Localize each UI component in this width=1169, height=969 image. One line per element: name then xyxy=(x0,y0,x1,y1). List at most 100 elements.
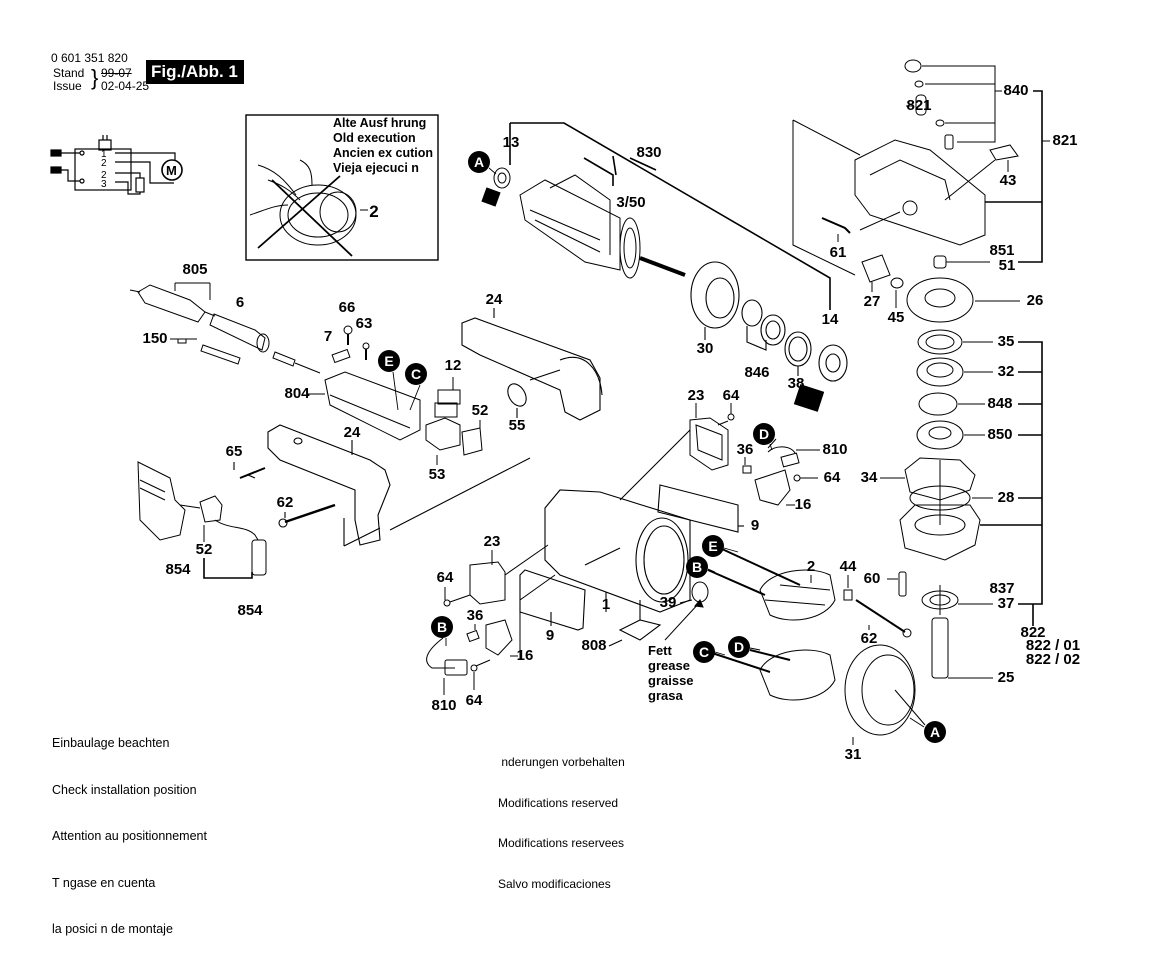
part-label: 45 xyxy=(887,309,905,326)
part-label: 851 xyxy=(989,242,1015,259)
terminal-1: 1 xyxy=(101,149,107,160)
modifications-note-line: nderungen vorbehalten xyxy=(498,755,625,769)
installation-note-line: Einbaulage beachten xyxy=(52,736,170,750)
part-label: 34 xyxy=(860,469,878,486)
wiring-diagram: 1 2 2 3 M xyxy=(50,135,183,195)
part-label: 52 xyxy=(195,541,213,558)
callout-d: D xyxy=(753,423,775,445)
part-label: 38 xyxy=(787,375,805,392)
part-label: 850 xyxy=(987,426,1013,443)
handle-top-drawing xyxy=(461,308,603,421)
part-label: 822 / 01 xyxy=(1025,637,1081,654)
part-label: 37 xyxy=(997,595,1015,612)
part-label: 804 xyxy=(284,385,310,402)
part-label: 810 xyxy=(822,441,848,458)
old-execution-line: Alte Ausf hrung xyxy=(333,116,427,130)
part-label: 24 xyxy=(485,291,503,308)
stand-label: Stand xyxy=(53,66,85,80)
callout-a: A xyxy=(924,721,946,743)
part-label: 36 xyxy=(466,607,484,624)
field-coils-drawing xyxy=(664,548,926,745)
armature-drawing xyxy=(481,167,686,279)
installation-note-line: Attention au positionnement xyxy=(52,829,207,843)
modifications-note-line: Modifications reservees xyxy=(498,836,625,850)
callout-b: B xyxy=(431,616,453,638)
part-label: 64 xyxy=(823,469,841,486)
installation-note: Einbaulage beachten Check installation p… xyxy=(52,705,207,969)
bracket-830 xyxy=(509,122,831,310)
old-execution-line: Vieja ejecuci n xyxy=(333,161,419,175)
part-label: 9 xyxy=(545,627,555,644)
part-label: 821 xyxy=(906,97,932,114)
brace: } xyxy=(91,65,99,90)
terminal-2b: 2 xyxy=(101,170,107,181)
part-label: 64 xyxy=(722,387,740,404)
part-label: 810 xyxy=(431,697,457,714)
part-label: 62 xyxy=(276,494,294,511)
part-label: 44 xyxy=(839,558,857,575)
modifications-note: nderungen vorbehalten Modifications rese… xyxy=(498,729,625,918)
part-label: 30 xyxy=(696,340,714,357)
callout-leaders xyxy=(392,167,925,728)
part-label: 36 xyxy=(736,441,754,458)
exploded-parts-diagram: 0 601 351 820 Stand Issue } 99-07 02-04-… xyxy=(50,51,1081,936)
part-label: 26 xyxy=(1026,292,1044,309)
installation-note-line: Check installation position xyxy=(52,782,197,797)
callout-a: A xyxy=(468,151,490,173)
part-label: 805 xyxy=(182,261,208,278)
issue-date: 02-04-25 xyxy=(101,79,150,93)
part-label: 28 xyxy=(997,489,1015,506)
part-label: 64 xyxy=(436,569,454,586)
grease-line: graisse xyxy=(648,673,694,688)
part-label: 51 xyxy=(998,257,1016,274)
part-label: 24 xyxy=(343,424,361,441)
part-label: 837 xyxy=(989,580,1015,597)
part-label: 61 xyxy=(829,244,847,261)
motor-housing-drawing xyxy=(519,429,744,647)
callout-e: E xyxy=(378,350,400,372)
bearings-drawing xyxy=(690,261,848,412)
figure-label: Fig./Abb. 1 xyxy=(146,60,244,84)
part-label: 808 xyxy=(581,637,607,654)
part-label: 60 xyxy=(863,570,881,587)
brush-holder-right-drawing xyxy=(689,403,820,506)
part-label: 16 xyxy=(516,647,534,664)
grease-line: grasa xyxy=(648,688,683,703)
callout-c: C xyxy=(693,641,715,663)
part-label: 53 xyxy=(428,466,446,483)
part-label: 821 xyxy=(1052,132,1078,149)
part-label: 854 xyxy=(165,561,191,578)
part-label: 1 xyxy=(601,596,611,613)
part-label: 822 xyxy=(1020,624,1046,641)
cable-switch-drawing xyxy=(129,282,483,465)
part-label: 23 xyxy=(687,387,705,404)
part-label: 846 xyxy=(744,364,770,381)
part-label: 9 xyxy=(750,517,760,534)
line-art: 1 2 2 3 M xyxy=(50,59,1050,745)
installation-note-line: la posici n de montaje xyxy=(52,922,173,936)
part-label: 25 xyxy=(997,669,1015,686)
switch-assembly-drawing xyxy=(137,461,267,579)
part-label: 840 xyxy=(1003,82,1029,99)
part-label: 7 xyxy=(323,328,333,345)
part-label: 150 xyxy=(142,330,168,347)
callout-b: B xyxy=(686,556,708,578)
part-label: 65 xyxy=(225,443,243,460)
part-label: 854 xyxy=(237,602,263,619)
stand-date-struck: 99-07 xyxy=(101,66,132,80)
handle-bottom-drawing xyxy=(233,424,531,547)
gear-head-drawing xyxy=(792,59,1050,679)
old-execution-frame xyxy=(245,114,439,261)
grease-line: grease xyxy=(648,658,690,673)
old-stator-drawing xyxy=(249,159,368,257)
part-label: 66 xyxy=(338,299,356,316)
part-label: 31 xyxy=(844,746,862,763)
callout-d: D xyxy=(728,636,750,658)
part-label: 848 xyxy=(987,395,1013,412)
brush-holder-left-drawing xyxy=(426,544,556,695)
grease-note: Fett grease graisse grasa xyxy=(648,643,694,703)
part-label: 39 xyxy=(659,594,677,611)
part-label: 62 xyxy=(860,630,878,647)
part-label: 6 xyxy=(235,294,245,311)
part-number: 0 601 351 820 xyxy=(51,51,128,65)
